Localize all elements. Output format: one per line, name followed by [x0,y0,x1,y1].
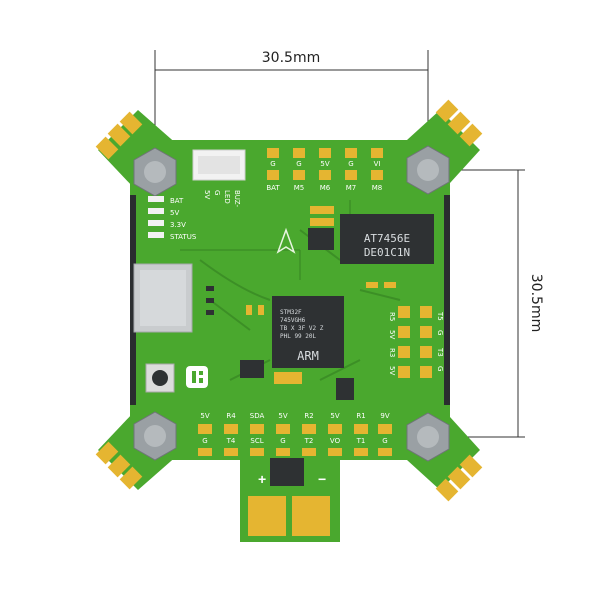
bottom-top-label: 5V [330,412,339,420]
led-label: STATUS [170,233,197,241]
pad-top-label: VI [374,160,381,168]
conn-label-0: 5V [203,190,211,199]
led-label: 5V [170,209,179,217]
right-pad-label: T3 [436,347,444,357]
power-plus-label: + [258,471,266,487]
led-indicators: BAT 5V 3.3V STATUS [148,196,197,241]
led-label: 3.3V [170,221,186,229]
sd-card-slot [133,263,193,333]
conn-label-1: G [213,190,221,195]
bottom-bottom-label: VO [330,437,341,445]
power-minus-label: − [318,471,326,487]
bottom-bottom-label: G [280,437,285,445]
right-pad-label: G [436,330,444,335]
bottom-top-label: 5V [200,412,209,420]
brand-logo-icon [186,366,208,388]
bottom-top-label: R2 [304,412,313,420]
pad-second-label: M7 [346,184,357,192]
bottom-bottom-label: T2 [304,437,314,445]
power-tab: + − [240,458,340,542]
right-pad-label: 5V [388,330,396,339]
pad-top-label: G [348,160,353,168]
mcu-line4: PHL 99 20L [280,333,317,340]
screw-top-right-icon [406,145,450,195]
mcu-line3: TB X 3F V2 Z [280,325,324,332]
pad-second-label: M6 [320,184,331,192]
pad-top-label: G [270,160,275,168]
bottom-bottom-label: T1 [356,437,366,445]
bottom-top-label: SDA [250,412,265,420]
pad-second-label: M5 [294,184,305,192]
smd-components [206,206,396,400]
osd-chip-line1: AT7456E [364,232,410,245]
dimension-horizontal-label: 30.5mm [262,50,320,66]
bottom-bottom-label: SCL [250,437,263,445]
pad-top-label: G [296,160,301,168]
osd-chip: AT7456E DE01C1N [340,214,434,264]
mcu-brand: ARM [297,349,319,363]
pad-top-label: 5V [320,160,329,168]
arrow-logo-icon [276,227,296,254]
bottom-top-label: R1 [356,412,365,420]
screw-bottom-left-icon [133,411,177,461]
right-pad-label: R3 [388,348,396,357]
right-pads: R5 T5 5V G R3 T3 5V G [388,306,444,378]
right-pad-label: T5 [436,311,444,321]
top-pads: G G 5V G VI BAT M5 M6 M7 M8 [266,148,383,192]
right-pad-label: 5V [388,366,396,375]
mcu-line2: 745VGH6 [280,317,306,324]
bottom-bottom-label: G [382,437,387,445]
right-pad-label: G [436,366,444,371]
pad-second-label: BAT [266,184,280,192]
bottom-bottom-label: T4 [226,437,236,445]
bottom-top-label: 5V [278,412,287,420]
mcu-chip: STM32F 745VGH6 TB X 3F V2 Z PHL 99 20L A… [272,296,344,368]
right-pad-label: R5 [388,312,396,321]
bottom-top-label: R4 [226,412,236,420]
jst-connector: 5V G LED BUZ- [192,149,246,207]
conn-label-3: BUZ- [233,190,241,207]
bottom-bottom-label: G [202,437,207,445]
screw-bottom-right-icon [406,412,450,462]
boot-button [145,363,175,393]
bottom-top-label: 9V [380,412,389,420]
led-label: BAT [170,197,184,205]
pad-second-label: M8 [372,184,383,192]
conn-label-2: LED [223,190,231,204]
dimension-vertical: 30.5mm [428,169,544,438]
osd-chip-line2: DE01C1N [364,246,410,259]
dimension-vertical-label: 30.5mm [528,274,544,332]
mcu-line1: STM32F [280,309,302,316]
arm-pads [95,99,483,502]
bottom-pads: 5V R4 SDA 5V R2 5V R1 9V G T4 SCL G T2 V… [198,412,392,456]
